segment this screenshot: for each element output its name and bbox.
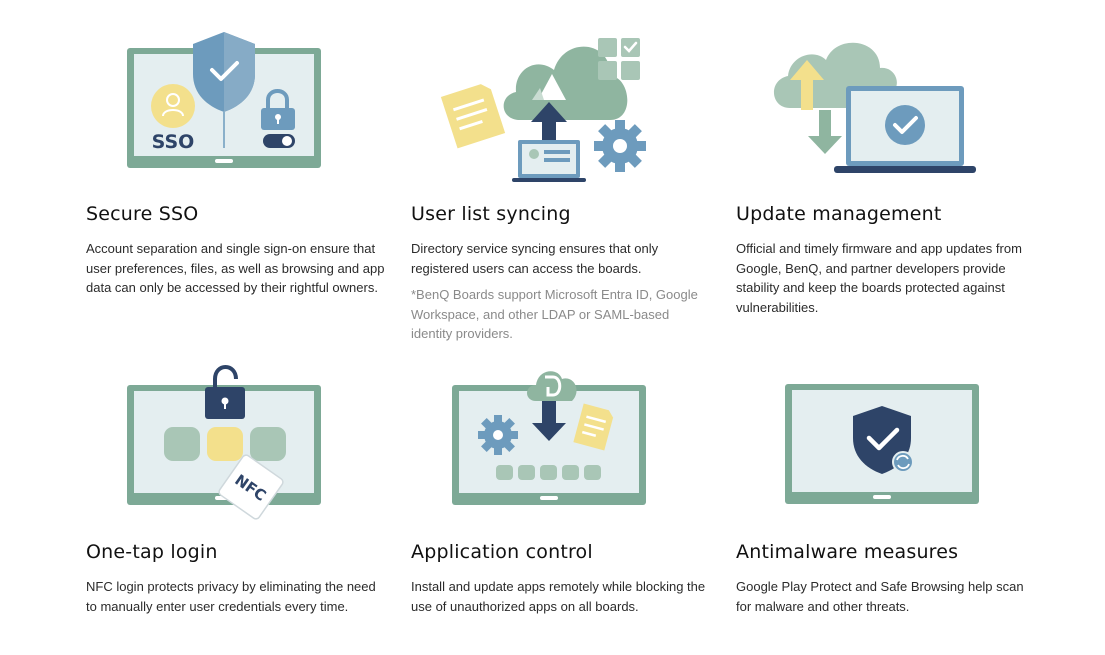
feature-title: Application control — [411, 541, 593, 563]
feature-description: Directory service syncing ensures that o… — [411, 241, 659, 276]
feature-description: Install and update apps remotely while b… — [411, 579, 706, 614]
feature-description: NFC login protects privacy by eliminatin… — [86, 579, 376, 614]
app-control-board-icon — [452, 371, 646, 505]
feature-title: Secure SSO — [86, 203, 199, 225]
feature-footnote: *BenQ Boards support Microsoft Entra ID,… — [411, 287, 698, 341]
feature-description: Official and timely firmware and app upd… — [736, 241, 1022, 315]
feature-title: User list syncing — [411, 203, 571, 225]
shield-board-icon — [785, 384, 979, 504]
feature-title: Update management — [736, 203, 942, 225]
sso-label: SSO — [152, 131, 195, 153]
cloud-sync-icon — [440, 38, 646, 182]
feature-title: One-tap login — [86, 541, 218, 563]
feature-description: Google Play Protect and Safe Browsing he… — [736, 579, 1024, 614]
sso-board-icon: SSO — [127, 32, 321, 168]
feature-description: Account separation and single sign-on en… — [86, 241, 385, 295]
feature-title: Antimalware measures — [736, 541, 959, 563]
cloud-update-laptop-icon — [773, 42, 976, 173]
nfc-board-icon: NFC — [127, 365, 321, 520]
